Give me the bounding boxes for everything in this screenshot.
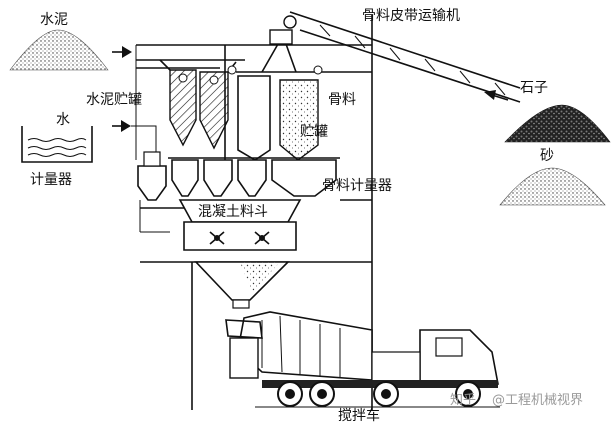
label-cement: 水泥 (40, 12, 68, 28)
label-water: 水 (56, 112, 70, 128)
mixer-blade-right-icon (254, 231, 270, 245)
arrow-water-in (112, 120, 131, 132)
cement-silos (159, 59, 237, 150)
weighing-hoppers (168, 157, 340, 197)
arrow-stone-in (484, 90, 509, 101)
sand-pile (499, 167, 606, 206)
arrow-cement-in (112, 46, 132, 58)
aggregate-conveyor (289, 11, 521, 103)
mixer-blade-left-icon (209, 231, 225, 245)
mixer-truck (225, 311, 499, 407)
label-truck: 搅拌车 (338, 407, 380, 424)
concrete-hopper (178, 199, 302, 309)
stone-pile (504, 104, 611, 143)
watermark-site: 知乎 (450, 392, 476, 408)
label-sand: 砂 (540, 148, 554, 164)
label-conveyor: 骨料皮带运输机 (362, 8, 460, 24)
label-hopper: 混凝土料斗 (198, 204, 268, 220)
label-aggregate-silo: 贮罐 (300, 124, 328, 140)
water-tank (21, 126, 93, 163)
label-stone: 石子 (520, 80, 548, 96)
label-aggregate-meter: 骨料计量器 (322, 178, 392, 194)
water-meter (131, 125, 167, 201)
watermark-author: @工程机械视界 (492, 393, 583, 408)
label-cement-silo: 水泥贮罐 (86, 92, 142, 108)
label-aggregate: 骨料 (328, 92, 356, 108)
aggregate-silo (227, 65, 323, 161)
cement-pile (9, 29, 109, 71)
label-meter: 计量器 (30, 172, 72, 188)
truck-wheels (277, 381, 481, 407)
loading-head (261, 15, 297, 73)
